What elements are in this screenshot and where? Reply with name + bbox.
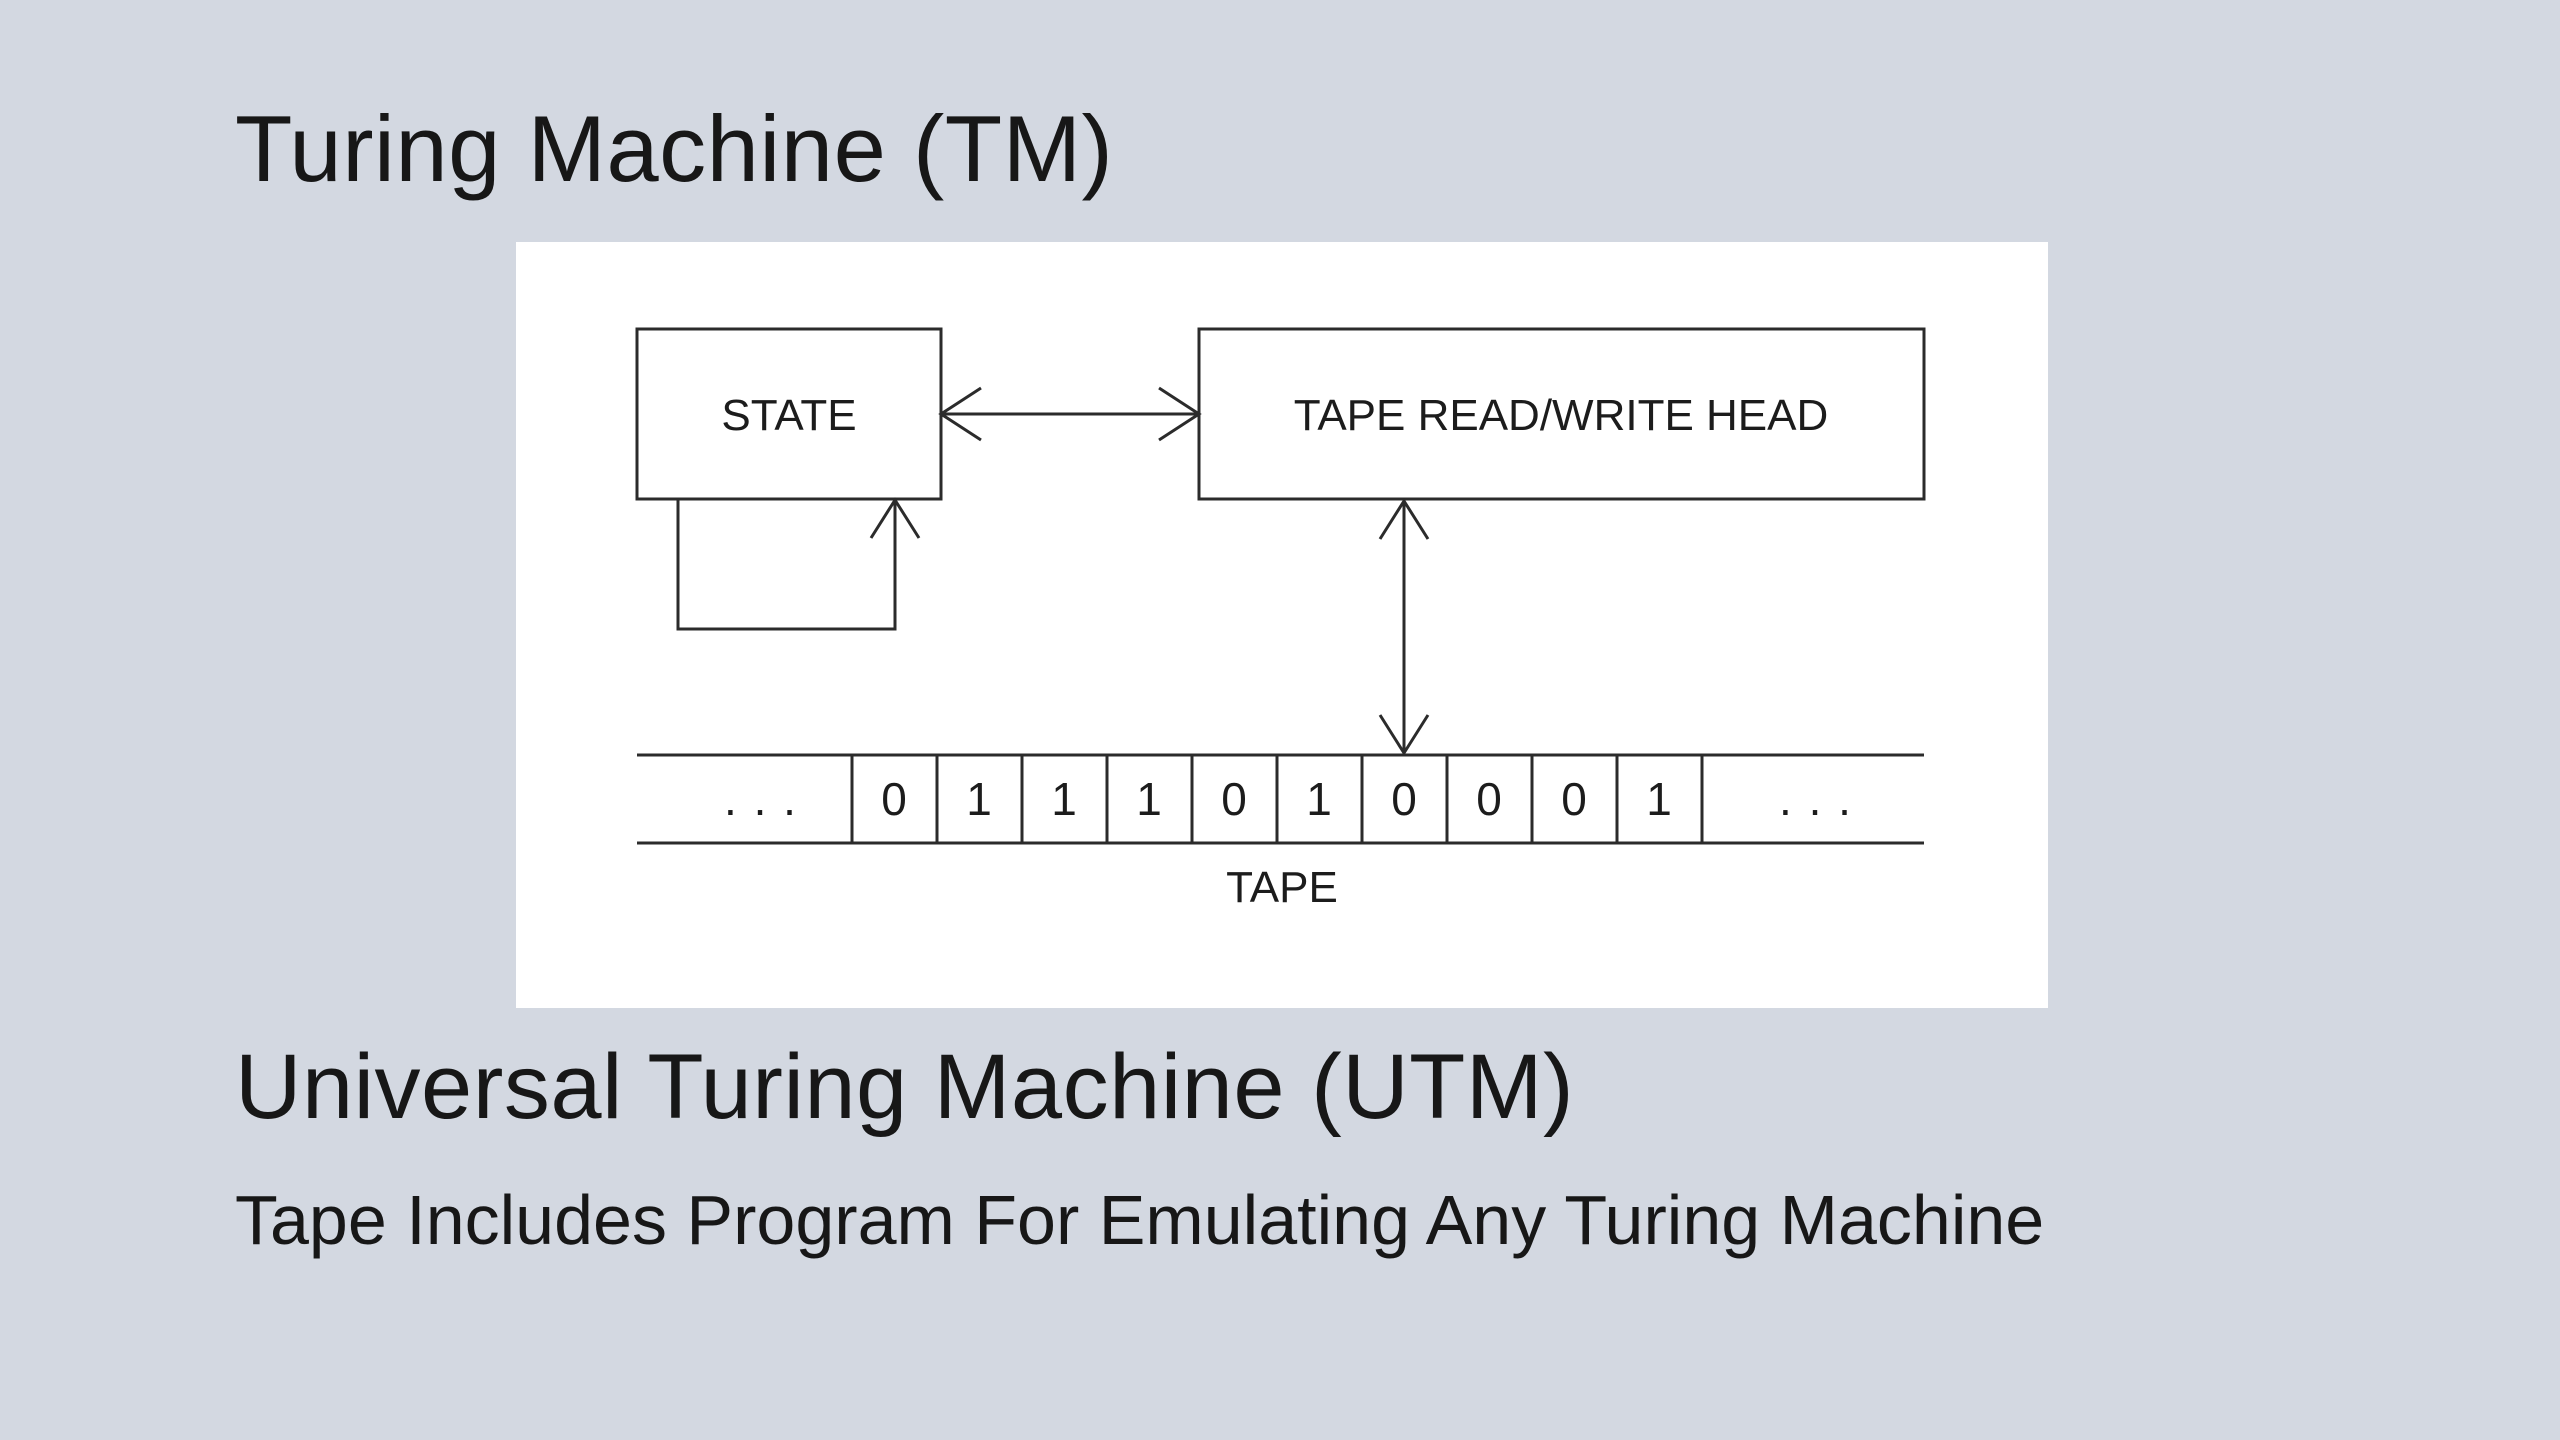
- tape-caption: TAPE: [1226, 863, 1338, 912]
- utm-heading: Universal Turing Machine (UTM): [235, 1036, 1575, 1138]
- tape-cell-value: 0: [881, 773, 907, 825]
- tape: . . . . . . 0 1 1 1 0 1 0 0 0 1: [637, 753, 1924, 845]
- state-loop-arrow: [676, 497, 921, 631]
- turing-machine-diagram: STATE TAPE READ/WRITE HEAD: [635, 327, 1926, 912]
- state-head-arrow: [938, 386, 1202, 442]
- tape-cell-value: 0: [1476, 773, 1502, 825]
- tape-cell-value: 1: [1646, 773, 1672, 825]
- state-box: [635, 327, 943, 501]
- tape-cell-value: 1: [1051, 773, 1077, 825]
- page-title: Turing Machine (TM): [235, 96, 1114, 201]
- tape-ellipsis-left: . . .: [724, 773, 798, 825]
- head-box-label: TAPE READ/WRITE HEAD: [1294, 391, 1829, 440]
- tape-cell-value: 1: [1306, 773, 1332, 825]
- tape-ellipsis-right: . . .: [1779, 773, 1853, 825]
- tape-cell-value: 0: [1221, 773, 1247, 825]
- tape-cell-value: 0: [1561, 773, 1587, 825]
- head-box: [1197, 327, 1926, 501]
- head-tape-arrow: [1378, 498, 1430, 756]
- tape-cell-value: 1: [1136, 773, 1162, 825]
- state-box-label: STATE: [721, 391, 856, 440]
- diagram-panel: STATE TAPE READ/WRITE HEAD: [516, 242, 2048, 1008]
- utm-subtitle: Tape Includes Program For Emulating Any …: [235, 1181, 2045, 1259]
- tape-cell-value: 1: [966, 773, 992, 825]
- tape-cell-value: 0: [1391, 773, 1417, 825]
